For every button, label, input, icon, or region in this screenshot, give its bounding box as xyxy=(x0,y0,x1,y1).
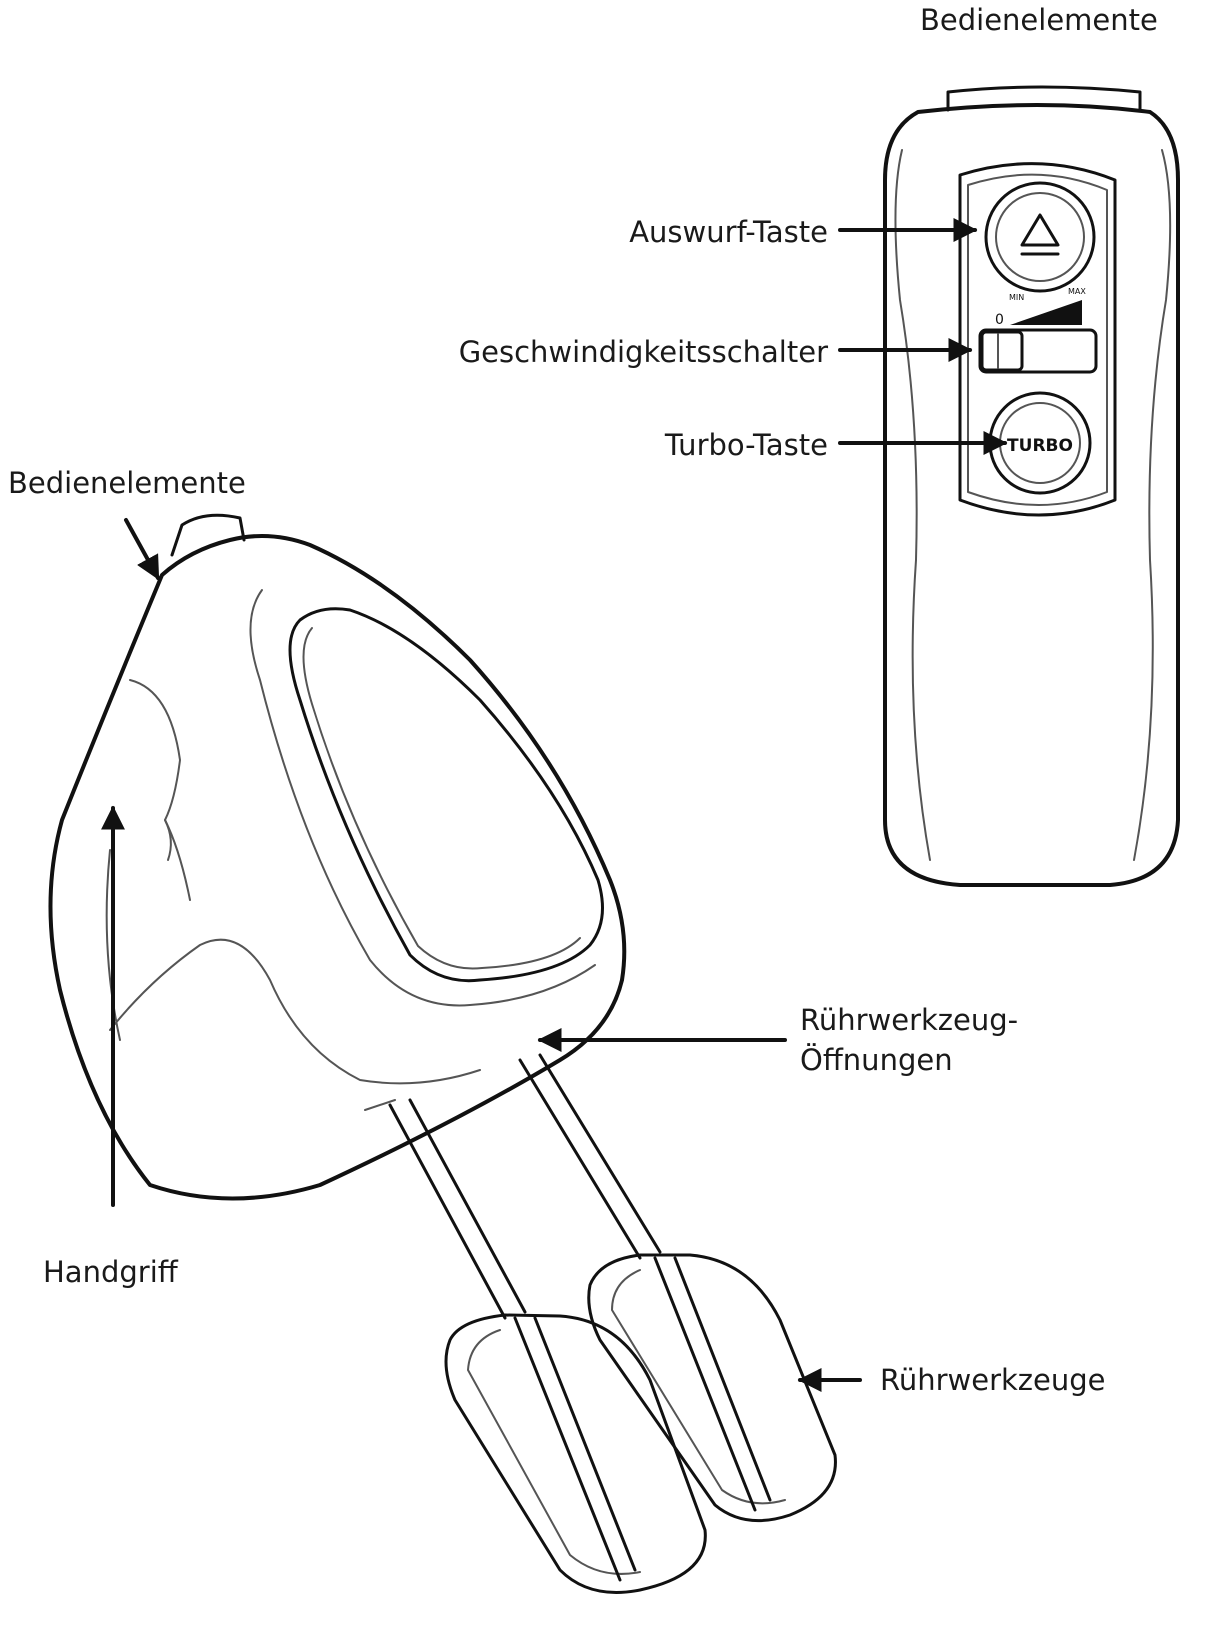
controls-detail-title: Bedienelemente xyxy=(920,3,1158,37)
speed-max-mark: MAX xyxy=(1068,287,1086,296)
beaters-label: Rührwerkzeuge xyxy=(880,1363,1106,1397)
beater-openings-label-line1: Rührwerkzeug- xyxy=(800,1003,1019,1037)
turbo-mark: TURBO xyxy=(1007,436,1073,456)
controls-label: Bedienelemente xyxy=(8,466,246,500)
callout-arrows xyxy=(101,218,1008,1392)
controls-arrow xyxy=(124,518,160,581)
speed-min-mark: MIN xyxy=(1009,293,1024,302)
eject-icon xyxy=(1020,213,1060,247)
speed-slider-graphic: 0 MIN MAX xyxy=(978,287,1098,374)
handle-label: Handgriff xyxy=(43,1255,178,1289)
mixer-illustration xyxy=(48,513,837,1594)
eject-button-label: Auswurf-Taste xyxy=(629,215,828,249)
speed-off-mark: 0 xyxy=(995,312,1004,328)
control-panel-illustration: 0 MIN MAX TURBO xyxy=(883,85,1180,887)
eject-button-graphic xyxy=(984,181,1096,293)
turbo-button-label: Turbo-Taste xyxy=(664,428,828,462)
speed-switch-label: Geschwindigkeitsschalter xyxy=(458,335,828,369)
beater-openings-label-line2: Öffnungen xyxy=(800,1043,953,1077)
